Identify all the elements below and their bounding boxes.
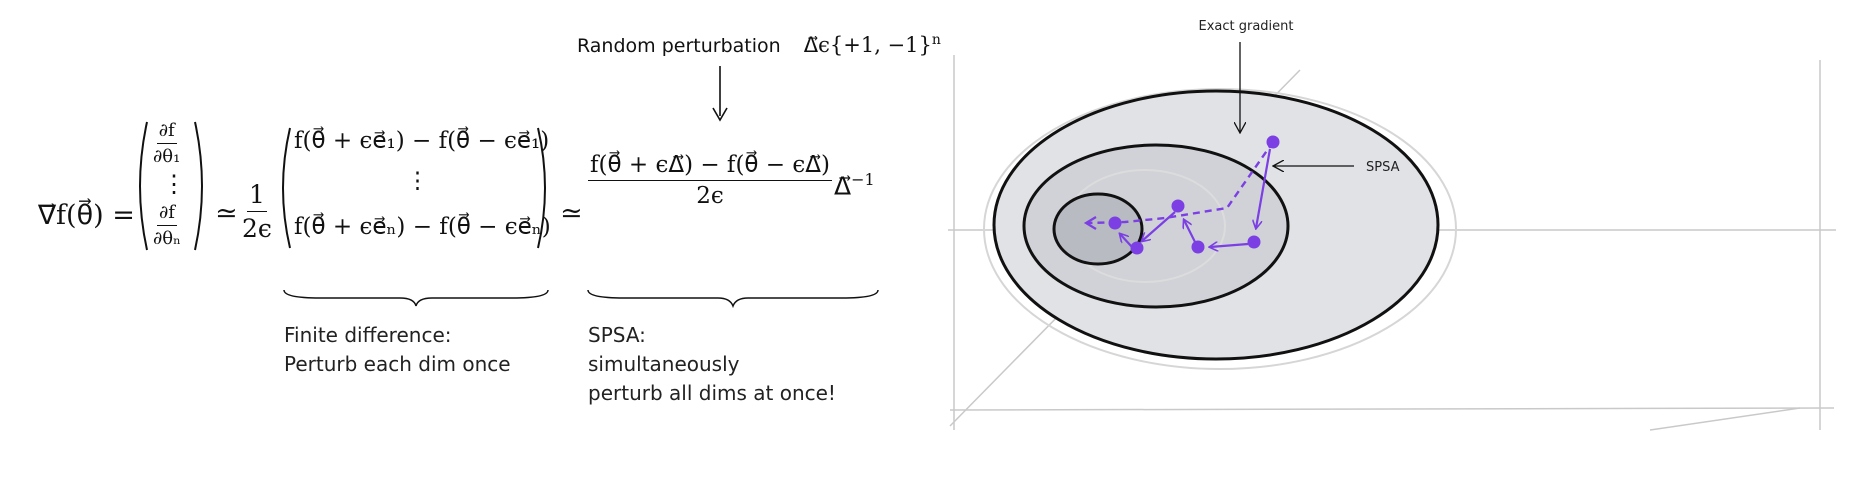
- spsa-caption: SPSA: simultaneously perturb all dims at…: [588, 321, 836, 408]
- spsa-caption-line-3: perturb all dims at once!: [588, 381, 836, 405]
- spsa-step-1: [1256, 148, 1272, 228]
- finite-difference-caption: Finite difference: Perturb each dim once: [284, 321, 511, 379]
- half-denominator: 2ϵ: [242, 214, 272, 243]
- inner-contour: [1052, 192, 1144, 266]
- exact-gradient-arrowhead: [1083, 216, 1097, 230]
- spsa-point-3: [1191, 240, 1205, 254]
- partial-numerator-n: ∂f: [156, 202, 177, 226]
- partial-thetan-fraction: ∂f ∂θₙ: [153, 202, 181, 249]
- approx-sign-2: ≃: [560, 198, 583, 229]
- spsa-delta: Δ⃗: [834, 171, 852, 201]
- spsa-point-6: [1108, 216, 1122, 230]
- fd-row-n: f(θ⃗ + ϵe⃗ₙ) − f(θ⃗ − ϵe⃗ₙ): [294, 214, 551, 240]
- spsa-delta-inverse: Δ⃗−1: [834, 170, 875, 200]
- fd-vdots: ⋮: [406, 168, 429, 194]
- spsa-caption-line-2: simultaneously: [588, 352, 740, 376]
- spsa-point-4: [1171, 199, 1185, 213]
- spsa-path: [1120, 148, 1272, 248]
- fd-caption-line-2: Perturb each dim once: [284, 352, 511, 376]
- spsa-step-3: [1184, 220, 1197, 245]
- grid-line-corner: [1649, 407, 1801, 431]
- partial-denominator-1: ∂θ₁: [153, 146, 181, 167]
- half-numerator: 1: [247, 180, 267, 212]
- spsa-point-1: [1266, 135, 1280, 149]
- perturbation-math: Δ⃗ϵ{+1, −1}n: [803, 32, 941, 57]
- exact-gradient-label: Exact gradient: [1198, 19, 1293, 34]
- spsa-point-5: [1130, 241, 1144, 255]
- spsa-step-2: [1210, 244, 1249, 247]
- perturbation-label: Random perturbation: [577, 35, 781, 57]
- one-over-two-epsilon: 1 2ϵ: [242, 180, 272, 243]
- finite-difference-brace: [283, 289, 549, 307]
- spsa-caption-line-1: SPSA:: [588, 323, 646, 347]
- perturbation-set: Δ⃗ϵ{+1, −1}: [803, 33, 932, 57]
- fd-row-1: f(θ⃗ + ϵe⃗₁) − f(θ⃗ − ϵe⃗₁): [294, 128, 550, 154]
- spsa-exponent: −1: [851, 170, 875, 189]
- grid-line-bottom: [949, 407, 1835, 411]
- partial-numerator-1: ∂f: [156, 120, 177, 144]
- spsa-step-5: [1120, 234, 1133, 248]
- partial-theta1-fraction: ∂f ∂θ₁: [153, 120, 180, 167]
- gradient-lhs: ∇⃗f(θ⃗) =: [38, 200, 135, 231]
- spsa-denominator: 2ϵ: [696, 183, 724, 209]
- finite-difference-vector: f(θ⃗ + ϵe⃗₁) − f(θ⃗ − ϵe⃗₁) ⋮ f(θ⃗ + ϵe⃗…: [276, 124, 552, 252]
- perturbation-annotation: Random perturbation Δ⃗ϵ{+1, −1}n: [577, 32, 941, 57]
- contour-halo: [983, 88, 1457, 370]
- fd-parentheses: [282, 127, 546, 249]
- spsa-points: [1108, 135, 1280, 255]
- spsa-numerator: f(θ⃗ + ϵΔ⃗) − f(θ⃗ − ϵΔ⃗): [588, 152, 832, 181]
- perturbation-exponent: n: [931, 32, 941, 48]
- perturbation-arrow: [712, 66, 728, 122]
- fd-caption-line-1: Finite difference:: [284, 323, 452, 347]
- spsa-fraction: f(θ⃗ + ϵΔ⃗) − f(θ⃗ − ϵΔ⃗) 2ϵ: [588, 152, 832, 209]
- spsa-brace: [587, 289, 879, 308]
- partial-denominator-n: ∂θₙ: [153, 228, 181, 249]
- vector-vdots: ⋮: [162, 170, 186, 198]
- approx-sign-1: ≃: [215, 198, 238, 229]
- spsa-label: SPSA: [1366, 160, 1400, 175]
- spsa-point-2: [1247, 235, 1261, 249]
- spsa-contour-diagram: Exact gradient SPSA: [948, 19, 1836, 431]
- vector-parentheses: [139, 121, 203, 251]
- gradient-vector: ∂f ∂θ₁ ⋮ ∂f ∂θₙ: [135, 118, 207, 254]
- spsa-step-4: [1142, 211, 1176, 241]
